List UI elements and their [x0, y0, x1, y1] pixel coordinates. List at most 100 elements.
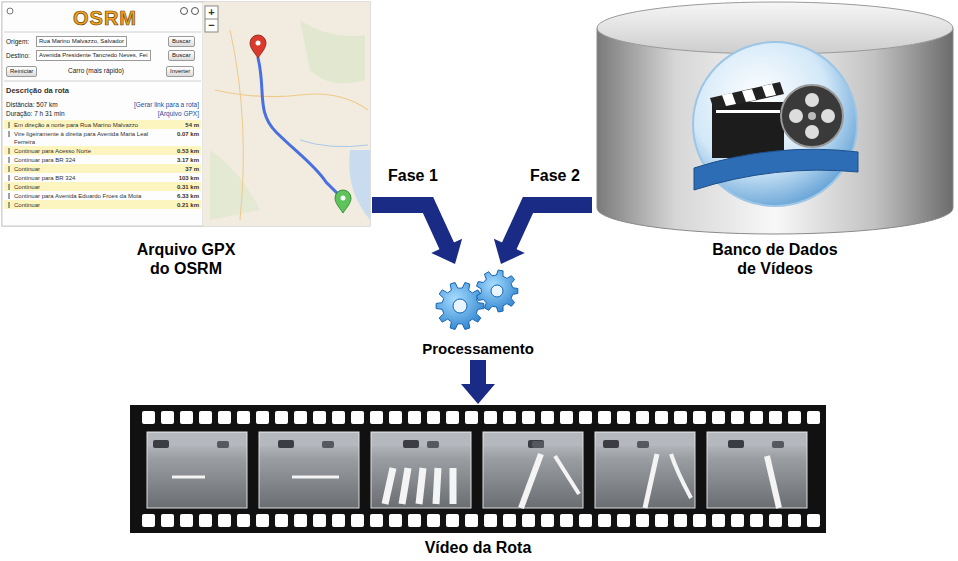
clapper-stick: [710, 82, 784, 110]
ui-text: Origem:: [6, 38, 29, 46]
lane-marking: [671, 454, 691, 498]
map-area: [210, 150, 260, 220]
caption: Vídeo da Rota: [358, 538, 598, 557]
phase-label: Fase 2: [530, 166, 580, 185]
close-icon: [192, 8, 199, 15]
route-step: Continuar: [14, 183, 162, 191]
clapper-body: [712, 102, 784, 158]
road-frame: [595, 432, 695, 508]
ui-link: [Gerar link para a rota]: [110, 101, 199, 109]
menu-icon: [7, 8, 13, 14]
car: [403, 440, 419, 448]
caption: Banco de Dados de Vídeos: [708, 240, 842, 278]
ui-input: Rua Marino Malvazzo, Salvador: [36, 36, 127, 47]
phase-arrow: [494, 205, 592, 264]
zoom-button: −: [205, 19, 218, 31]
road-frame: [483, 432, 583, 508]
pin-dot: [341, 196, 346, 201]
media-bubble: [693, 42, 857, 206]
panel-rule: [4, 32, 201, 33]
road-frame: [371, 432, 471, 508]
lane-marking: [555, 456, 579, 494]
car: [772, 441, 784, 448]
screenshot-frame: [2, 2, 370, 226]
destination-pin: [250, 35, 266, 58]
step-row: [4, 200, 201, 209]
car: [532, 441, 544, 448]
step-icon: [9, 193, 10, 199]
lane-marking: [521, 454, 541, 508]
car: [528, 440, 544, 448]
step-distance: 0.07 km: [163, 130, 199, 138]
road-frame: [259, 432, 359, 508]
route-step: Continuar para Avenida Eduardo Froes da …: [14, 192, 162, 200]
lane-marking: [419, 468, 423, 504]
arrow-body: [509, 205, 592, 247]
step-distance: 103 km: [163, 174, 199, 182]
panel-rule: [4, 81, 201, 82]
ui-button: Buscar: [168, 36, 195, 47]
car: [322, 441, 334, 448]
step-distance: 3.17 km: [163, 156, 199, 164]
route-step: Continuar: [14, 165, 162, 173]
zoom-box: [205, 6, 218, 32]
clapper-stripe: [762, 84, 776, 97]
print-icon: [181, 8, 188, 15]
ui-heading: Descrição da rota: [6, 86, 69, 95]
reel-hole: [805, 93, 819, 107]
road-photo: [371, 432, 471, 508]
process-box: Processamento: [413, 264, 543, 360]
gear: [436, 283, 484, 330]
clapper-line: [716, 110, 780, 113]
side-panel: [2, 2, 203, 226]
step-distance: 0.53 km: [163, 147, 199, 155]
arrow-head: [431, 239, 462, 264]
step-icon: [9, 166, 10, 172]
osrm-screenshot: [2, 2, 370, 226]
film-strip: [130, 405, 826, 533]
film-swoosh: [694, 149, 858, 190]
car: [603, 440, 619, 448]
route-step: Continuar: [14, 201, 162, 209]
caption: Processamento: [415, 340, 541, 358]
car: [217, 441, 229, 448]
road-photo: [595, 432, 695, 508]
zoom-button: +: [205, 6, 218, 18]
step-icon: [9, 157, 10, 163]
pin-dot: [256, 41, 261, 46]
road-photo: [259, 432, 359, 508]
origin-pin: [335, 190, 351, 213]
lane-marking: [767, 456, 779, 508]
step-rows: [4, 120, 201, 209]
step-distance: 0.31 km: [163, 183, 199, 191]
road-photo: [147, 432, 247, 508]
lane-marking: [450, 468, 457, 504]
step-distance: 0.21 km: [163, 201, 199, 209]
clapper-stripe: [722, 93, 736, 106]
route-line: [258, 58, 342, 198]
film-base: [130, 405, 826, 533]
ui-text: Carro (mais rápido): [68, 67, 124, 75]
step-distance: 6.33 km: [163, 192, 199, 200]
ui-text: Distância: 507 km: [6, 101, 58, 109]
arrow-head: [494, 239, 525, 264]
ui-button: Buscar: [168, 50, 195, 61]
film-reel: [781, 85, 843, 147]
lane-marking: [292, 476, 339, 479]
car: [728, 440, 744, 448]
clapper-stripe: [742, 89, 756, 102]
step-row: [4, 120, 201, 129]
cylinder-body: [597, 28, 953, 234]
step-icon: [9, 148, 10, 154]
map-road: [215, 90, 368, 110]
caption: Arquivo GPX do OSRM: [130, 240, 242, 278]
road-photo: [483, 432, 583, 508]
road-frame: [707, 432, 807, 508]
route-step: Continuar para BR 324: [14, 156, 162, 164]
ui-text: Duração: 7 h 31 min: [6, 110, 65, 118]
roadside: [708, 433, 806, 446]
arrow-head: [461, 384, 495, 404]
step-row: [4, 182, 201, 191]
step-row: [4, 146, 201, 155]
